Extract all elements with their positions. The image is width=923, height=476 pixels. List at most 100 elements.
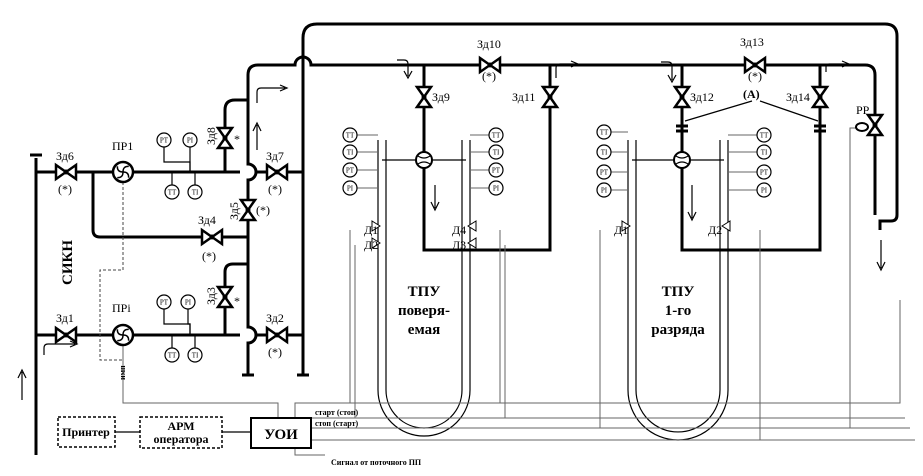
valve-zd2[interactable] (265, 325, 289, 345)
svg-text:TT: TT (760, 132, 769, 140)
detector-d1: Д1 (364, 223, 378, 237)
flow-meter-turbine-icon (111, 323, 135, 347)
valve-zd4[interactable] (200, 227, 224, 247)
arm-label-2: оператора (153, 432, 208, 446)
valve-zd12[interactable] (672, 85, 692, 109)
star-mark: (*) (748, 69, 762, 83)
svg-text:TT: TT (600, 129, 609, 137)
valve-zd1[interactable] (54, 325, 78, 345)
instrument-ti-icon: TI (756, 144, 772, 160)
valve-label-zd7: Зд7 (266, 149, 284, 163)
valve-label-zd4: Зд4 (198, 213, 216, 227)
svg-text:PI: PI (187, 137, 194, 145)
detector-icon (621, 220, 631, 232)
printer-label: Принтер (62, 425, 110, 439)
svg-text:TI: TI (493, 149, 500, 157)
star-mark: * (234, 294, 240, 308)
valve-label-zd14: Зд14 (786, 90, 810, 104)
star-mark: (*) (268, 182, 282, 196)
svg-text:TT: TT (168, 352, 177, 360)
instrument-pi-icon: PI (488, 180, 504, 196)
star-mark: * (234, 132, 240, 146)
star-mark: (*) (202, 249, 216, 263)
instrument-ti-icon: TI (187, 347, 203, 363)
svg-text:TI: TI (601, 149, 608, 157)
instrument-tt-icon: TT (164, 184, 180, 200)
meter-label-pr1: ПР1 (112, 139, 133, 153)
valve-zd13[interactable] (743, 55, 767, 75)
svg-text:PT: PT (600, 169, 609, 177)
flanges (676, 124, 826, 133)
signal-stop-start: стоп (старт) (315, 419, 359, 428)
star-mark: (*) (482, 69, 496, 83)
svg-text:TI: TI (192, 189, 199, 197)
instrument-tt-icon: TT (756, 127, 772, 143)
svg-text:PT: PT (760, 169, 769, 177)
valve-label-zd3: Зд3 (204, 287, 218, 305)
instrument-pt-icon: PT (156, 294, 172, 310)
tpu2-sub1: 1-го (665, 303, 691, 319)
svg-text:TT: TT (492, 132, 501, 140)
detector-d3: Д3 (452, 238, 466, 252)
valve-zd6[interactable] (54, 162, 78, 182)
valve-zd7[interactable] (265, 162, 289, 182)
detector-icon (467, 237, 477, 249)
instrument-tt-icon: TT (488, 127, 504, 143)
svg-text:TI: TI (761, 149, 768, 157)
pulse-label: имп (118, 365, 127, 380)
svg-text:TT: TT (168, 189, 177, 197)
detector-d2: Д2 (364, 238, 378, 252)
instruments-layer: PT PI TT TI PT PI TT TI TT TI PT PI TT TI PT PI TT TI PT PI… (156, 124, 772, 363)
detector-d2-tpu2: Д2 (708, 223, 722, 237)
svg-text:PI: PI (761, 187, 768, 195)
valve-label-zd11: Зд11 (512, 90, 535, 104)
instrument-pt-icon: PT (488, 162, 504, 178)
tpu1-sub2: емая (408, 322, 440, 338)
valve-label-zd6: Зд6 (56, 149, 74, 163)
svg-text:PT: PT (492, 167, 501, 175)
valve-label-zd9: Зд9 (432, 90, 450, 104)
tpu1-title: ТПУ (408, 284, 441, 300)
detector-d1-tpu2: Д1 (614, 223, 628, 237)
svg-text:PI: PI (601, 187, 608, 195)
sikn-label: СИКН (60, 240, 76, 285)
valve-zd14[interactable] (810, 85, 830, 109)
valve-label-pp: РР (856, 103, 870, 117)
valve-label-zd10: Зд10 (477, 37, 501, 51)
detector-icon (721, 220, 731, 232)
instrument-pi-icon: PI (342, 180, 358, 196)
instrument-ti-icon: TI (187, 184, 203, 200)
valve-zd10[interactable] (478, 55, 502, 75)
instrument-ti-icon: TI (596, 144, 612, 160)
star-mark: (*) (58, 182, 72, 196)
svg-text:TI: TI (347, 149, 354, 157)
valve-pp[interactable] (865, 113, 885, 137)
valve-zd9[interactable] (414, 85, 434, 109)
arm-label: АРМ (167, 419, 194, 433)
instrument-tt-icon: TT (596, 124, 612, 140)
svg-text:PI: PI (347, 185, 354, 193)
instrument-pt-icon: PT (156, 132, 172, 148)
instrument-pi-icon: PI (182, 132, 198, 148)
valve-zd8[interactable] (215, 126, 235, 150)
valve-zd11[interactable] (540, 85, 560, 109)
instrument-pt-icon: PT (596, 164, 612, 180)
valve-label-zd5: Зд5 (227, 202, 241, 220)
uoi-block (250, 417, 312, 449)
signal-lines (99, 127, 915, 456)
valve-zd3[interactable] (215, 285, 235, 309)
instrument-pi-icon: PI (756, 182, 772, 198)
instrument-tt-icon: TT (164, 347, 180, 363)
detector-icon (371, 237, 381, 249)
valve-label-zd12: Зд12 (690, 90, 714, 104)
instrument-pi-icon: PI (180, 294, 196, 310)
instrument-pt-icon: PT (756, 164, 772, 180)
valve-label-zd1: Зд1 (56, 311, 74, 325)
instrument-ti-icon: TI (342, 144, 358, 160)
svg-text:PT: PT (346, 167, 355, 175)
valve-label-zd2: Зд2 (266, 311, 284, 325)
valves-layer (54, 55, 885, 347)
valve-zd5[interactable] (238, 198, 258, 222)
flow-meter-turbine-icon (111, 160, 135, 184)
meter-label-pri: ПРi (112, 301, 131, 315)
